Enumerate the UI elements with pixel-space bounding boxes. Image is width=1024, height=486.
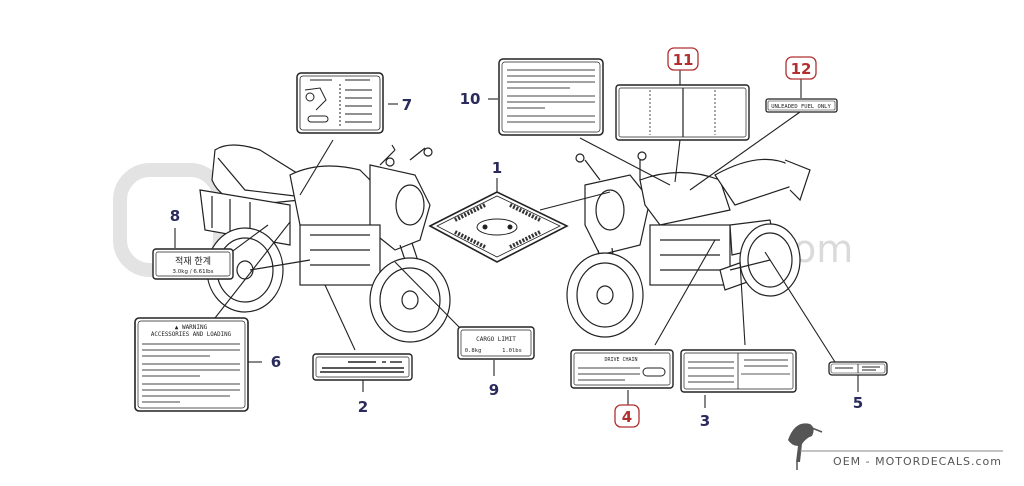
label-7-graphic (296, 72, 384, 134)
cargo-limit-title: CARGO LIMIT (476, 336, 516, 343)
footer-brand-text: OEM - MOTORDECALS.com (833, 455, 1002, 468)
heron-bird-icon (788, 423, 823, 470)
unleaded-fuel-text: UNLEADED FUEL ONLY (771, 104, 831, 110)
callout-6: 6 (271, 353, 281, 371)
callout-8: 8 (170, 207, 180, 225)
callout-9: 9 (489, 381, 499, 399)
callout-11-box (667, 47, 699, 71)
label-2-graphic (312, 353, 413, 381)
label-12-unleaded-fuel: UNLEADED FUEL ONLY (765, 98, 838, 113)
label-9-cargo-limit: CARGO LIMIT 0.8kg 1.0lbs (457, 326, 535, 360)
label-6-warning-accessories: ▲ WARNING ACCESSORIES AND LOADING (134, 317, 249, 412)
callout-4-box (614, 404, 640, 428)
cargo-limit-right: 1.0lbs (502, 348, 522, 354)
label-10-graphic (498, 58, 604, 136)
drive-chain-text: DRIVE CHAIN (604, 357, 637, 363)
leader-lines (174, 70, 859, 408)
label-3-graphic (680, 349, 797, 393)
callout-numbers: 1 2 3 5 6 7 8 9 10 4 11 12 (170, 47, 863, 430)
korean-label-values: 3.0kg / 6.61lbs (173, 269, 214, 275)
right-motorcycle-illustration (566, 151, 811, 338)
label-11-graphic (615, 84, 750, 141)
label-8-korean-load-limit: 적재 한계 3.0kg / 6.61lbs (152, 248, 234, 280)
callout-3: 3 (700, 412, 710, 430)
callout-1: 1 (492, 159, 502, 177)
warning-title: ▲ WARNING (175, 324, 208, 331)
left-motorcycle-illustration (199, 144, 451, 343)
cargo-limit-left: 0.8kg (465, 348, 482, 354)
label-4-drive-chain: DRIVE CHAIN (570, 349, 674, 389)
callout-4: 4 (622, 408, 632, 426)
callout-7: 7 (402, 96, 412, 114)
callout-2: 2 (358, 398, 368, 416)
label-5-graphic (828, 361, 888, 376)
callout-12: 12 (791, 60, 812, 78)
label-1-diamond-emblem (428, 191, 569, 263)
callout-12-box (785, 56, 817, 80)
korean-label-title: 적재 한계 (175, 255, 211, 267)
warning-subtitle: ACCESSORIES AND LOADING (151, 332, 232, 338)
callout-5: 5 (853, 394, 863, 412)
footer-brand: OEM - MOTORDECALS.com (788, 423, 1003, 470)
callout-10: 10 (460, 90, 481, 108)
callout-11: 11 (673, 51, 694, 69)
